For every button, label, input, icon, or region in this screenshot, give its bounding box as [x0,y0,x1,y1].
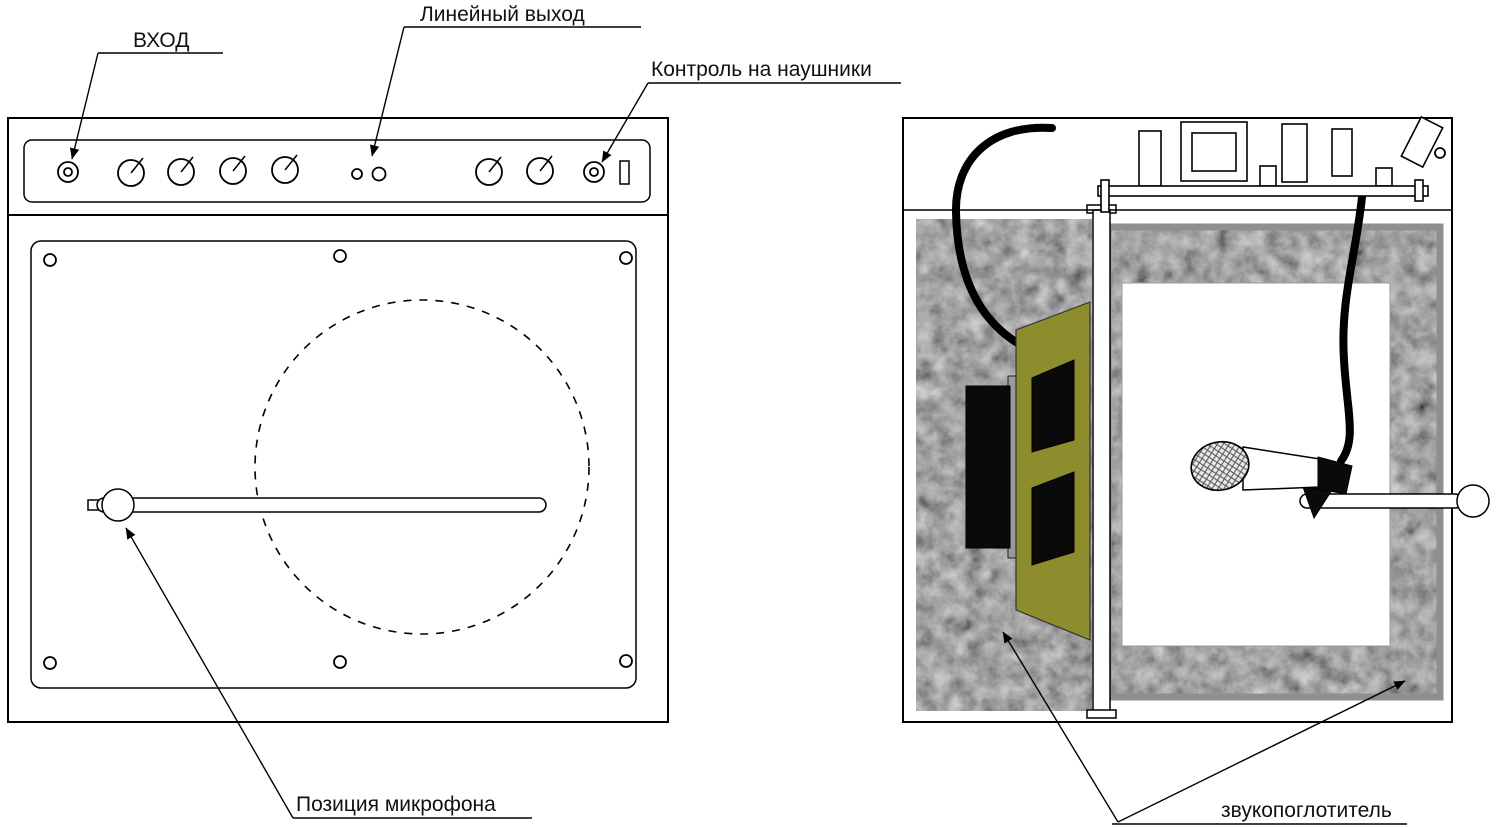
line-out-holes [351,166,387,182]
input-label: ВХОД [133,29,190,52]
chassis-component [1259,165,1277,187]
grille-frame [30,240,637,689]
headphone-jack [583,161,605,183]
mic-position-leader [125,527,294,819]
headphones-leader [601,82,649,163]
speaker-opening-bottom [1031,471,1075,566]
chassis-tab-left [1100,179,1110,213]
line-out-label: Линейный выход [420,3,585,26]
input-jack [57,161,79,183]
callout-input: ВХОД [69,29,223,160]
component-knob [1434,147,1446,159]
rod-ball [1456,484,1490,518]
knob [271,154,299,184]
speaker-dashed-outline [254,299,590,635]
microphone [1190,440,1353,520]
absorber-label: звукопоглотитель [1221,799,1392,822]
callout-mic-position: Позиция микрофона [125,527,532,819]
callout-absorber: звукопоглотитель [1002,631,1407,825]
baffle-board [1092,209,1111,717]
knob [526,155,554,185]
knob [117,157,145,187]
absorber-leader-right [1117,680,1406,823]
speaker [965,301,1091,641]
chassis-component [1331,128,1353,177]
absorber-leader-left [1002,631,1119,823]
knob [475,156,503,186]
control-panel-face [23,139,651,203]
chassis-tab-right [1414,179,1424,202]
chassis-components [1097,115,1446,213]
line-out-leader [369,26,405,157]
speaker-opening-top [1031,359,1075,453]
callout-headphones: Контроль на наушники [601,58,901,163]
mic-boom [87,488,547,522]
callout-line-out: Линейный выход [369,3,641,157]
mic-position-label: Позиция микрофона [296,793,496,816]
knob [219,155,247,185]
mic-head [1190,440,1250,492]
speaker-baffle-panel [1015,301,1091,641]
input-leader [69,52,99,160]
panel-slot [619,160,630,185]
chassis-component [1138,130,1162,187]
mic-position-ball [101,488,135,522]
chassis-component [1375,167,1393,187]
mic-connector [1317,456,1353,495]
chassis-bar [1097,185,1429,197]
boom-rod [96,497,547,513]
speaker-magnet [965,385,1011,549]
section-view: звукопоглотитель [902,115,1490,825]
headphones-label: Контроль на наушники [651,58,872,81]
chassis-component [1281,123,1308,183]
knob [167,156,195,186]
tilted-component [1400,115,1444,169]
screws [43,249,633,670]
front-view: ВХОД Линейный выход Контроль на наушники… [7,3,901,819]
transformer-core [1191,132,1237,172]
mic-cable [1337,193,1366,465]
baffle-cap-bottom [1086,709,1117,719]
mic-rod [1299,484,1490,518]
